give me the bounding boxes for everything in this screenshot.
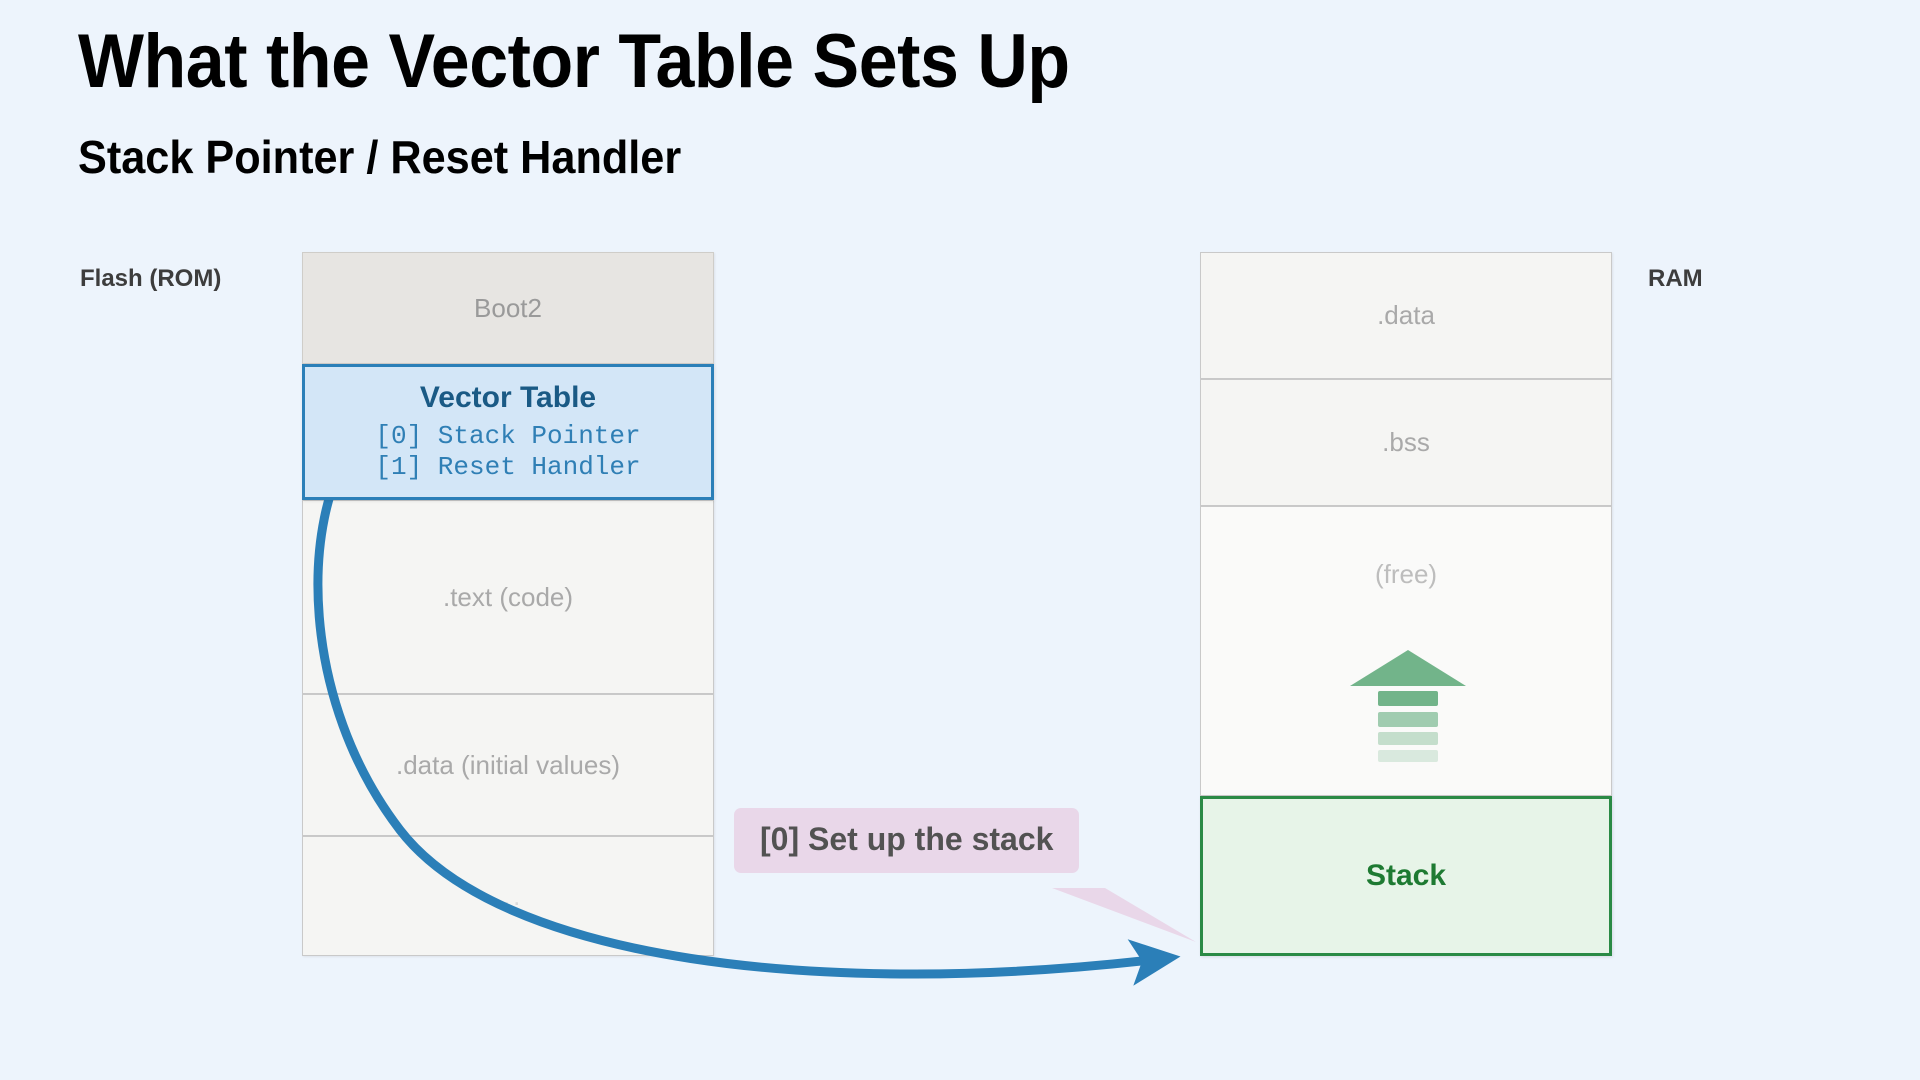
vector-table-entry-0: [0] Stack Pointer bbox=[375, 420, 641, 451]
flash-block-data[interactable]: .data (initial values) bbox=[302, 694, 714, 836]
callout-text: [0] Set up the stack bbox=[734, 808, 1080, 874]
flash-block-boot2-label: Boot2 bbox=[474, 292, 542, 323]
flash-block-ellipsis[interactable]: ... bbox=[302, 836, 714, 956]
stack-growth-arrow-icon bbox=[1350, 650, 1466, 686]
page-subtitle: Stack Pointer / Reset Handler bbox=[78, 131, 682, 183]
flash-block-ellipsis-label: ... bbox=[492, 880, 524, 911]
ram-block-stack-label: Stack bbox=[1365, 859, 1447, 892]
flash-block-text-label: .text (code) bbox=[442, 581, 574, 612]
ram-block-data-label: .data bbox=[1377, 300, 1435, 330]
flash-block-vector-table[interactable]: Vector Table [0] Stack Pointer [1] Reset… bbox=[302, 364, 714, 500]
ram-region-label: RAM bbox=[1648, 265, 1703, 292]
ram-memory-column: .data .bss (free) Stack bbox=[1200, 252, 1612, 956]
stack-growth-bar-1 bbox=[1378, 691, 1438, 706]
vector-table-title: Vector Table bbox=[419, 381, 597, 415]
callout-tail-icon bbox=[1052, 888, 1196, 942]
ram-block-data[interactable]: .data bbox=[1200, 252, 1612, 379]
stack-growth-indicator bbox=[1350, 650, 1466, 768]
ram-block-bss-label: .bss bbox=[1382, 427, 1430, 457]
page-title: What the Vector Table Sets Up bbox=[78, 19, 1070, 104]
stack-growth-bar-3 bbox=[1378, 732, 1438, 745]
callout-set-up-the-stack[interactable]: [0] Set up the stack bbox=[734, 808, 1080, 874]
ram-block-bss[interactable]: .bss bbox=[1200, 379, 1612, 506]
vector-table-entry-1: [1] Reset Handler bbox=[375, 451, 641, 482]
flash-region-label: Flash (ROM) bbox=[80, 265, 222, 292]
flash-block-data-label: .data (initial values) bbox=[396, 749, 620, 780]
stack-growth-bar-4 bbox=[1378, 750, 1438, 762]
stack-growth-bar-2 bbox=[1378, 712, 1438, 727]
ram-block-stack[interactable]: Stack bbox=[1200, 796, 1612, 956]
flash-block-text[interactable]: .text (code) bbox=[302, 500, 714, 694]
flash-memory-column: Boot2 Vector Table [0] Stack Pointer [1]… bbox=[302, 252, 714, 956]
ram-block-free-label: (free) bbox=[1374, 559, 1438, 589]
flash-block-boot2[interactable]: Boot2 bbox=[302, 252, 714, 364]
